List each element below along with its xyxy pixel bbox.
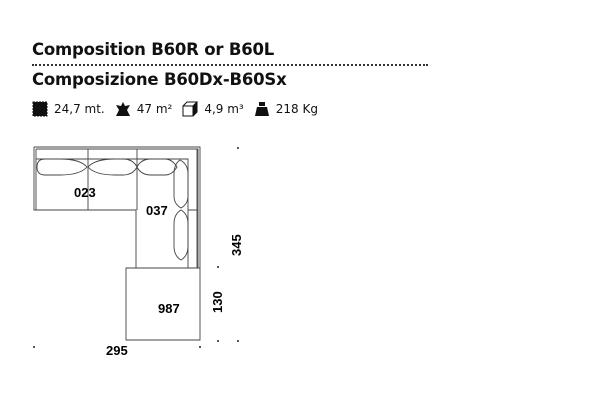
dimension-130: 130 [210, 291, 225, 313]
spec-weight-value: 218 Kg [275, 102, 318, 116]
dimension-345: 345 [229, 234, 244, 256]
sofa-outline [33, 146, 201, 341]
spec-volume: 4,9 m³ [182, 101, 244, 117]
title-english: Composition B60R or B60L [32, 40, 275, 59]
module-label-037: 037 [146, 203, 168, 218]
spec-leather-value: 47 m² [136, 102, 173, 116]
cushion-037-b [173, 159, 189, 209]
title-italian: Composizione B60Dx-B60Sx [32, 70, 287, 89]
spec-fabric: 24,7 mt. [32, 101, 105, 117]
backrest-lines [35, 148, 199, 268]
dimension-markers [33, 147, 239, 348]
dotted-divider [32, 64, 428, 66]
box-volume-icon [182, 101, 199, 117]
cushion-037-c [173, 209, 197, 261]
cushion-023-a [36, 158, 88, 176]
weight-icon [254, 102, 269, 116]
module-label-987: 987 [158, 301, 180, 316]
cushion-023-b [87, 158, 138, 176]
spec-weight: 218 Kg [254, 101, 318, 117]
spec-volume-value: 4,9 m³ [204, 102, 244, 116]
specs-row: 24,7 mt. 47 m² 4,9 m³ 218 Kg [32, 101, 328, 117]
fabric-icon [32, 101, 48, 117]
spec-leather: 47 m² [115, 101, 173, 117]
dimension-295: 295 [106, 343, 128, 358]
leather-hide-icon [115, 102, 130, 116]
spec-fabric-value: 24,7 mt. [54, 102, 105, 116]
cushion-037-a [136, 158, 178, 176]
module-label-023: 023 [74, 185, 96, 200]
